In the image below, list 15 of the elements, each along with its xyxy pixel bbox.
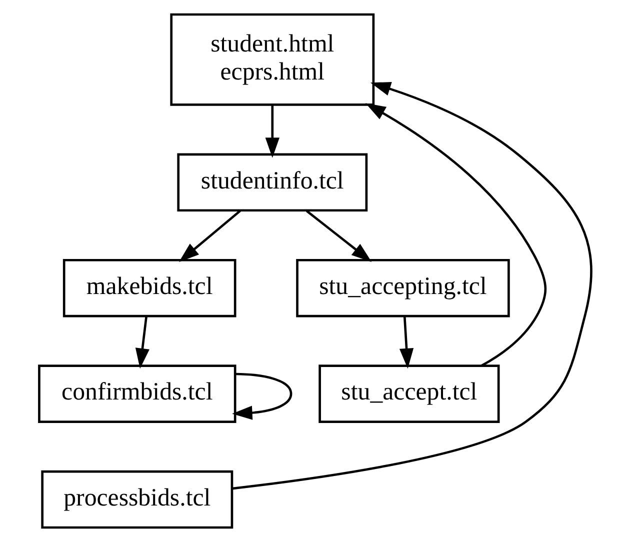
arrow (264, 105, 279, 158)
node-box: student.html ecprs.html (170, 13, 374, 106)
arrow (232, 82, 592, 490)
node-box: makebids.tcl (62, 258, 236, 318)
arrow (232, 372, 292, 420)
arrow (364, 103, 546, 367)
node-box: studentinfo.tcl (176, 153, 368, 212)
node-box: stu_accept.tcl (318, 364, 500, 423)
arrow (398, 316, 414, 369)
arrow (134, 316, 149, 369)
node-box: processbids.tcl (40, 470, 233, 529)
arrow (178, 210, 240, 262)
node-box: confirmbids.tcl (38, 364, 236, 423)
arrow (305, 210, 372, 262)
node-box: stu_accepting.tcl (296, 258, 510, 318)
